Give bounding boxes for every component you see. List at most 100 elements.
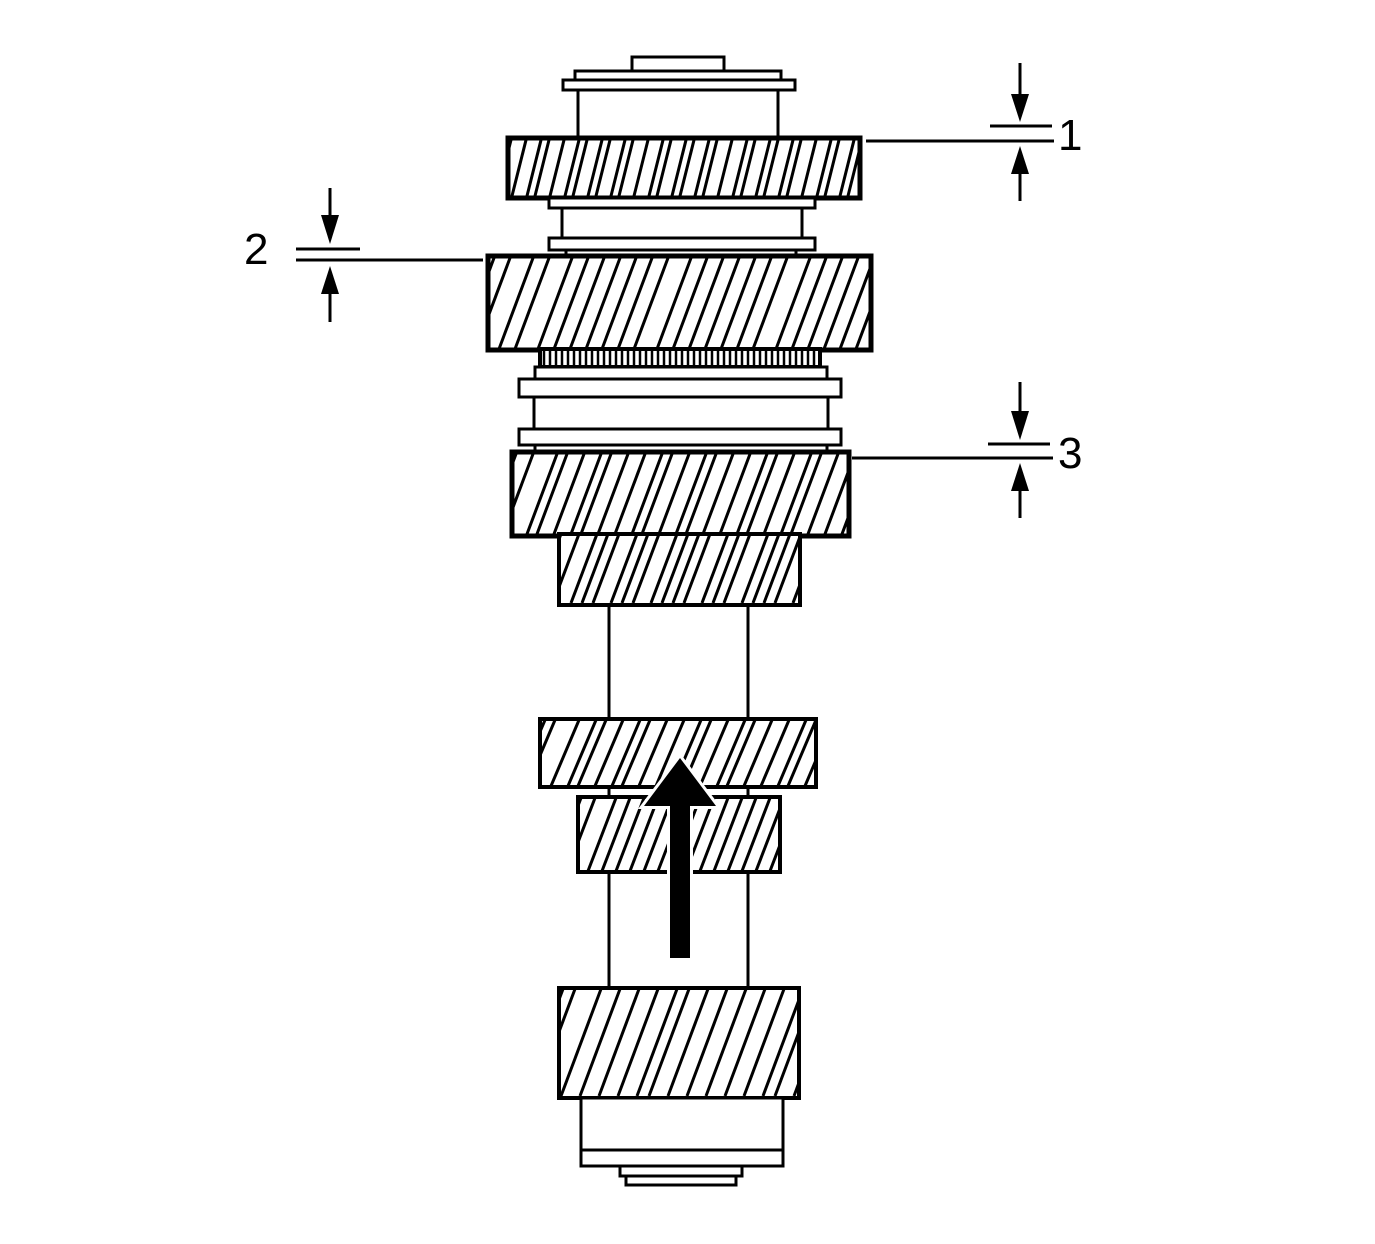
gear-7 bbox=[447, 986, 941, 1100]
gear-tooth-line bbox=[803, 758, 815, 786]
gear-tooth-line bbox=[497, 258, 535, 349]
gear-tooth-line bbox=[896, 454, 926, 534]
gear-tooth-line bbox=[549, 720, 581, 786]
gear-tooth-line bbox=[670, 140, 688, 196]
gear-tooth-line bbox=[525, 454, 559, 534]
gear-tooth-line bbox=[725, 720, 757, 786]
gear-tooth-line bbox=[640, 454, 674, 534]
gear-tooth-line bbox=[838, 264, 870, 349]
gear-tooth-line bbox=[613, 454, 647, 534]
gear-tooth-line bbox=[657, 454, 691, 534]
gear-tooth-line bbox=[597, 989, 641, 1096]
gear-tooth-line bbox=[447, 989, 487, 1096]
up-arrow-icon bbox=[638, 753, 722, 961]
gear-tooth-line bbox=[525, 140, 543, 196]
gear-tooth-line bbox=[731, 140, 749, 196]
gear-tooth-line bbox=[901, 140, 915, 196]
gear-tooth-line bbox=[715, 720, 747, 786]
gear-tooth-line bbox=[654, 720, 686, 786]
callout-3 bbox=[852, 382, 1053, 518]
gear-tooth-line bbox=[561, 989, 577, 1031]
gear-tooth-line bbox=[678, 140, 696, 196]
gear-tooth-line bbox=[851, 989, 891, 1096]
gear-tooth-line bbox=[620, 720, 652, 786]
gear-tooth-line bbox=[701, 140, 719, 196]
gear-tooth-line bbox=[655, 258, 693, 349]
gear-tooth-line bbox=[466, 989, 506, 1096]
gear-tooth-line bbox=[655, 140, 673, 196]
gear-tooth-line bbox=[490, 258, 512, 316]
gear-tooth-line bbox=[701, 454, 735, 534]
gear-tooth-line bbox=[533, 140, 551, 196]
gear-tooth-line bbox=[466, 720, 494, 786]
gear-tooth-line bbox=[442, 454, 472, 534]
gear-tooth-line bbox=[510, 140, 528, 196]
gear-tooth-line bbox=[596, 454, 630, 534]
gear-tooth-line bbox=[504, 989, 544, 1096]
gear-tooth-line bbox=[428, 258, 462, 349]
callout-label-3: 3 bbox=[1058, 429, 1082, 478]
gear-tooth-line bbox=[886, 454, 916, 534]
gear-tooth-line bbox=[886, 140, 900, 196]
spline-teeth bbox=[538, 347, 822, 369]
gear-tooth-line bbox=[761, 998, 798, 1096]
gear-tooth-line bbox=[609, 140, 627, 196]
gear-3 bbox=[442, 449, 943, 539]
gear-tooth-line bbox=[826, 798, 854, 871]
gear-tooth-line bbox=[745, 454, 779, 534]
gear-tooth-line bbox=[579, 798, 597, 844]
gear-tooth-line bbox=[784, 798, 812, 871]
gear-tooth-line bbox=[580, 534, 610, 603]
gear-tooth-line bbox=[889, 989, 929, 1096]
gear-tooth-line bbox=[790, 258, 828, 349]
gear-tooth-line bbox=[620, 534, 650, 603]
gear-tooth-line bbox=[832, 720, 860, 786]
top-bearing bbox=[561, 55, 797, 142]
gear-tooth-line bbox=[660, 534, 690, 603]
gear-tooth-line bbox=[822, 720, 850, 786]
gear-tooth-line bbox=[762, 534, 792, 603]
gear-tooth-line bbox=[513, 258, 551, 349]
gear-tooth-line bbox=[723, 989, 767, 1096]
gear-tooth-line bbox=[586, 798, 618, 871]
gear-tooth-line bbox=[671, 534, 701, 603]
gear-tooth-line bbox=[635, 989, 679, 1096]
gear-tooth-line bbox=[762, 454, 796, 534]
gear-tooth-line bbox=[911, 258, 945, 349]
gear-tooth-line bbox=[482, 140, 496, 196]
gear-tooth-line bbox=[832, 989, 872, 1096]
gear-tooth-line bbox=[671, 258, 709, 349]
gear-tooth-line bbox=[584, 258, 622, 349]
bottom-bearing bbox=[579, 1096, 785, 1187]
gear-tooth-line bbox=[685, 989, 729, 1096]
gear-tooth-line bbox=[849, 720, 877, 786]
gear-tooth-line bbox=[552, 454, 586, 534]
gear-tooth-line bbox=[566, 720, 598, 786]
gear-tooth-line bbox=[548, 140, 566, 196]
gear-tooth-line bbox=[579, 454, 613, 534]
gear-tooth-line bbox=[901, 989, 941, 1096]
gear-tooth-line bbox=[719, 258, 757, 349]
gear-tooth-line bbox=[524, 534, 550, 603]
gear-tooth-line bbox=[735, 454, 769, 534]
gear-tooth-line bbox=[872, 258, 906, 349]
gear-tooth-line bbox=[742, 989, 786, 1096]
gear-tooth-line bbox=[913, 454, 943, 534]
gear-tooth-line bbox=[776, 720, 808, 786]
gear-tooth-line bbox=[852, 454, 882, 534]
gear-tooth-line bbox=[735, 258, 773, 349]
gear-tooth-line bbox=[762, 140, 780, 196]
gear-tooth-line bbox=[632, 140, 650, 196]
gear-1 bbox=[459, 135, 915, 201]
gear-tooth-line bbox=[822, 258, 860, 349]
gear-tooth-line bbox=[459, 140, 473, 196]
gear-tooth-line bbox=[600, 258, 638, 349]
gear-tooth-line bbox=[561, 989, 603, 1096]
gear-tooth-line bbox=[576, 720, 608, 786]
gear-tooth-line bbox=[698, 798, 730, 871]
gear-tooth-line bbox=[711, 534, 741, 603]
gear-tooth-line bbox=[786, 720, 815, 786]
gear-tooth-line bbox=[561, 534, 581, 587]
gear-tooth-line bbox=[647, 140, 665, 196]
gear-tooth-line bbox=[773, 1030, 798, 1096]
